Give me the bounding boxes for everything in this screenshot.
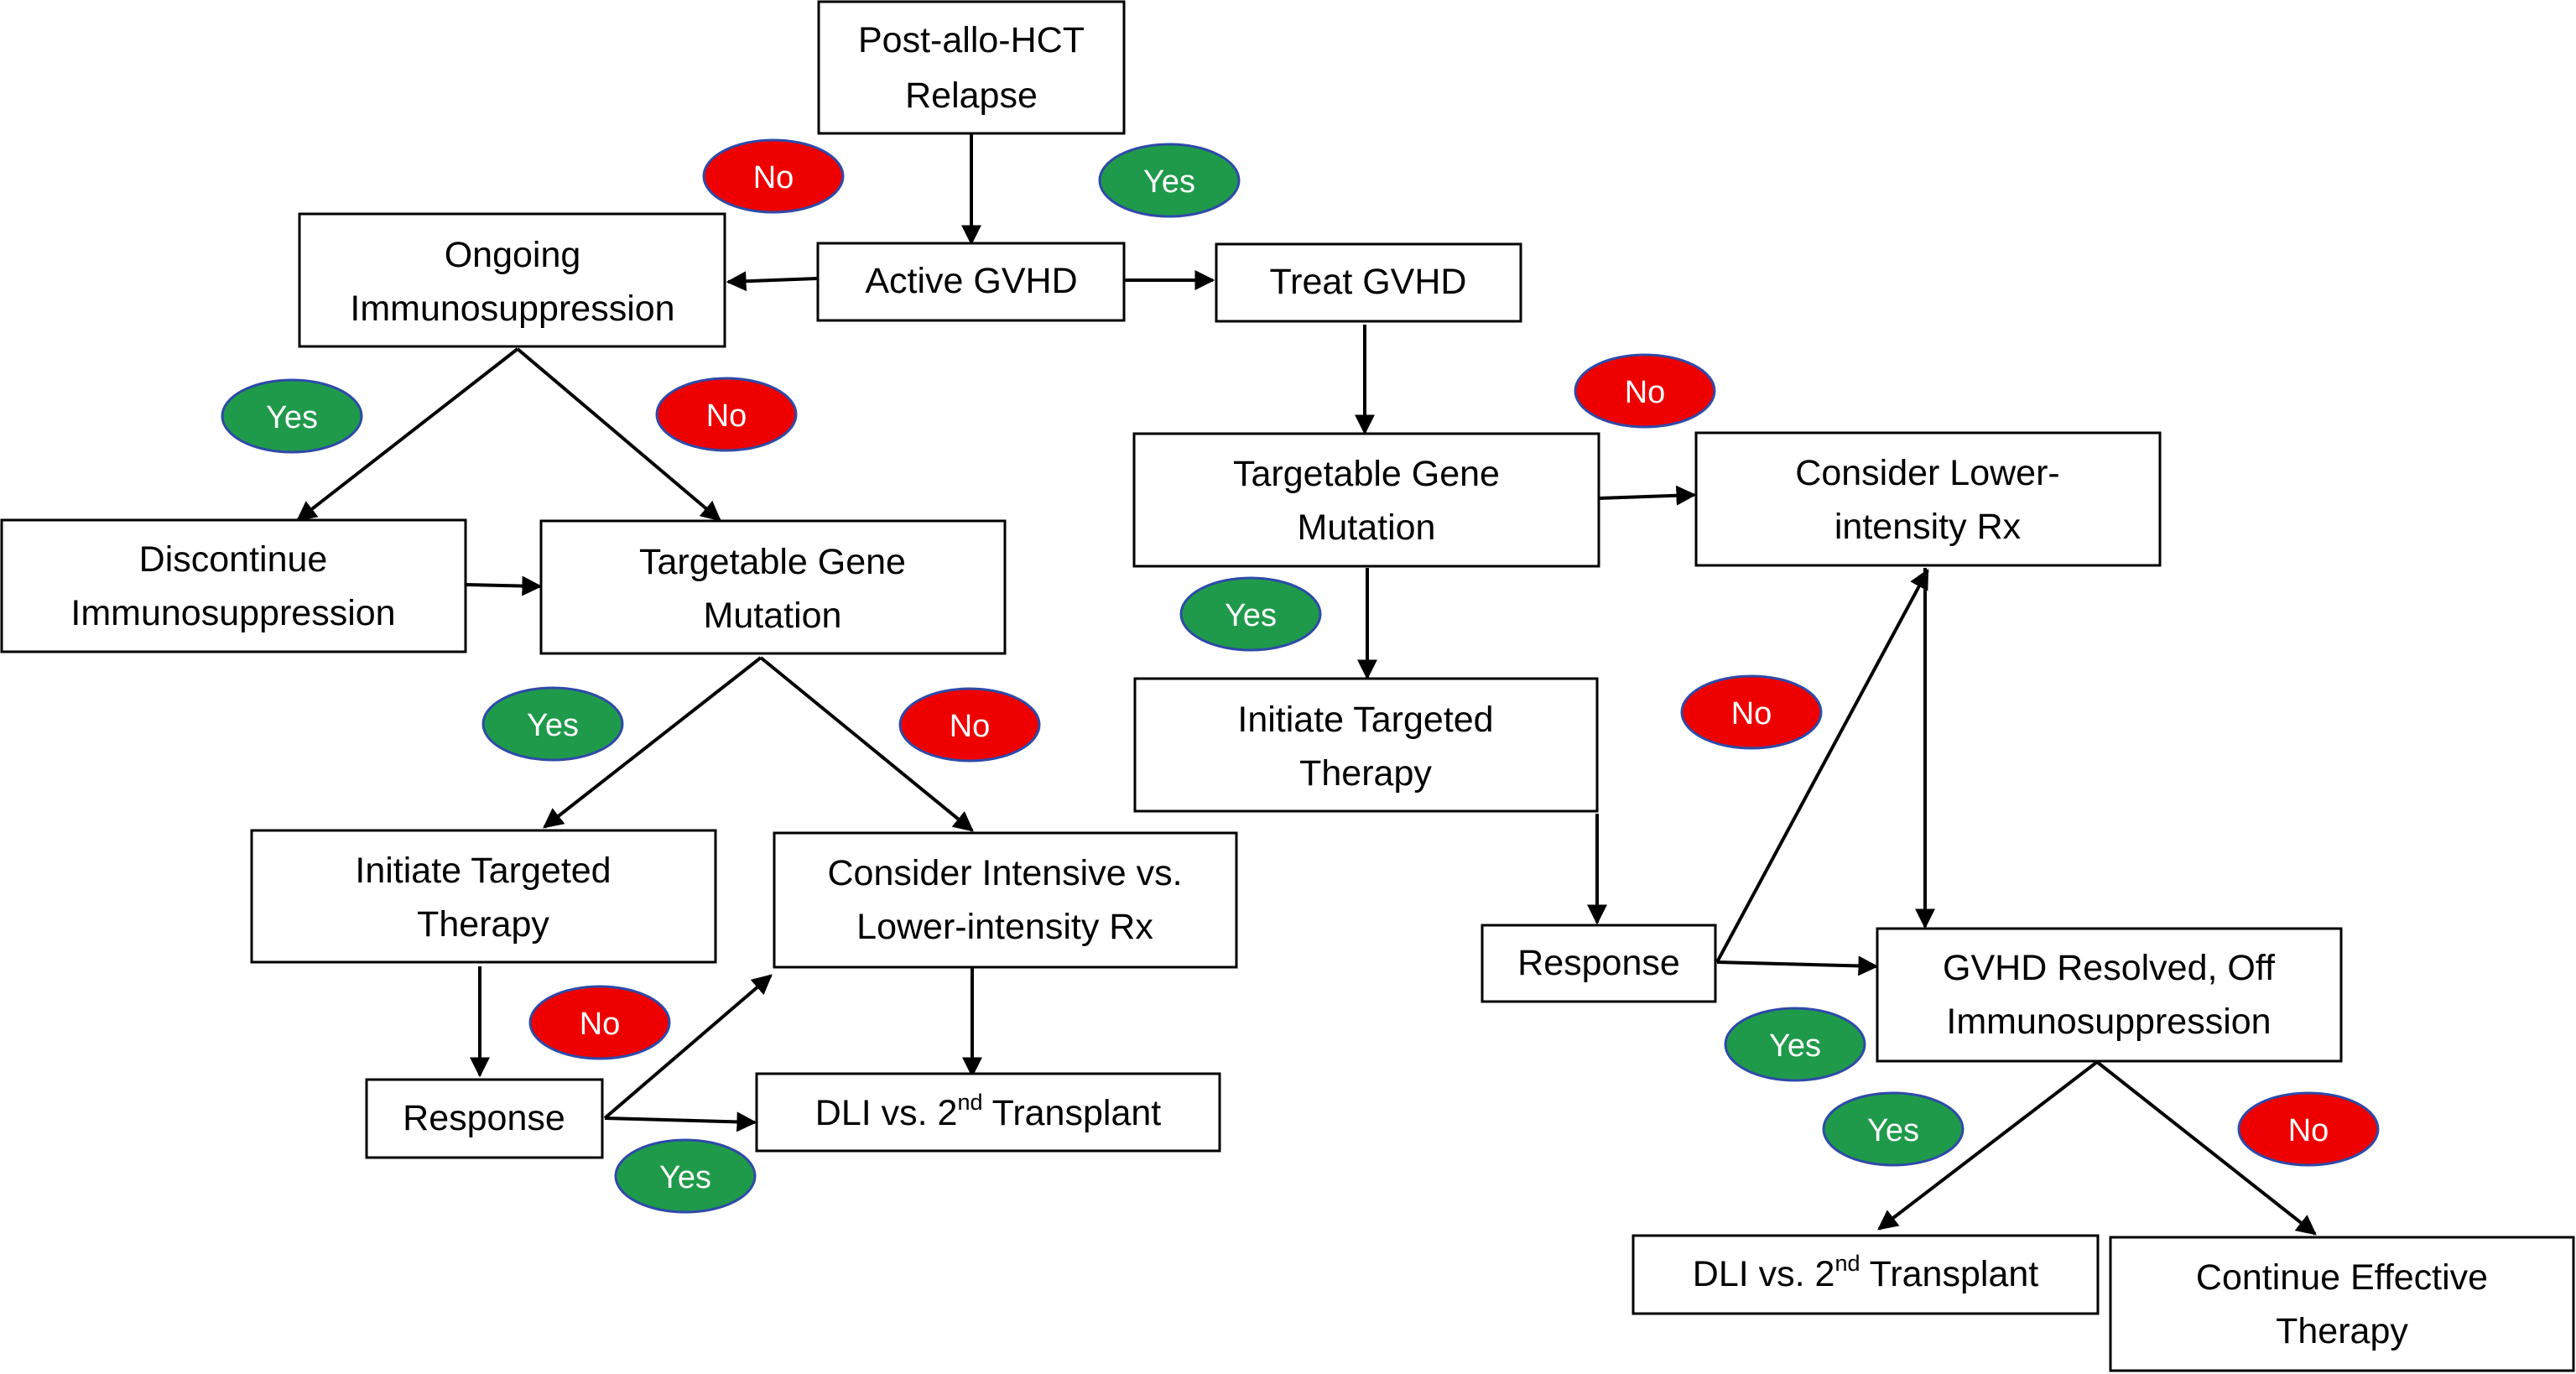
node-label-line1: Continue Effective [2196,1257,2488,1298]
node-initiate-targeted-therapy-left: Initiate Targeted Therapy [250,829,717,964]
arrow-mutation-left-to-initiate [543,656,762,829]
node-label-line1: Post-allo-HCT [858,20,1085,60]
arrow-response-right-to-consider-lower [1715,568,1929,963]
node-label-line1: Targetable Gene [1233,454,1500,494]
arrow-gvhd-resolved-to-dli [1877,1060,2099,1231]
decision-label-yes: Yes [1724,1007,1866,1082]
decision-label-no: No [655,377,798,452]
node-ongoing-immunosuppression: Ongoing Immunosuppression [298,212,726,348]
svg-text:Yes: Yes [1769,1028,1821,1064]
svg-text:No: No [706,398,747,434]
node-label: Response [403,1098,565,1138]
svg-text:No: No [580,1007,621,1042]
arrow-response-right-to-gvhd-resolved [1716,955,1879,976]
node-label: DLI vs. 2nd Transplant [1693,1251,2039,1294]
svg-text:Yes: Yes [1225,598,1277,633]
node-dli-left: DLI vs. 2nd Transplant [755,1072,1221,1153]
node-label-line1: Targetable Gene [639,542,906,582]
svg-text:No: No [1625,375,1666,410]
svg-text:Yes: Yes [1867,1113,1919,1148]
arrow-response-left-to-dli [604,1111,757,1132]
node-label-line2: intensity Rx [1834,507,2022,547]
node-label-line2: Relapse [905,75,1038,116]
node-response-right: Response [1481,924,1717,1003]
decision-label-yes: Yes [481,686,624,762]
node-post-allo-hct-relapse: Post-allo-HCT Relapse [817,0,1126,135]
svg-text:Yes: Yes [527,708,579,743]
node-label: Treat GVHD [1270,262,1467,302]
node-label-line2: Therapy [2276,1311,2408,1351]
decision-label-no: No [2237,1091,2380,1167]
svg-text:Yes: Yes [1143,164,1195,200]
node-label: Active GVHD [865,261,1077,301]
node-label: Response [1517,943,1680,983]
svg-text:No: No [753,160,794,195]
decision-label-no: No [1680,674,1823,750]
decision-label-yes: Yes [1098,143,1241,218]
node-label-line2: Mutation [1298,507,1436,548]
svg-text:No: No [950,709,991,744]
decision-label-yes: Yes [221,378,363,454]
arrow-discontinue-to-mutation-left [466,575,543,596]
node-label-line1: Initiate Targeted [355,851,611,891]
svg-text:Yes: Yes [266,400,318,435]
svg-text:No: No [2288,1113,2329,1148]
decision-label-no: No [528,985,671,1060]
decision-label-no: No [898,687,1041,762]
node-label-line1: Initiate Targeted [1237,700,1493,740]
node-consider-lower-intensity: Consider Lower- intensity Rx [1694,431,2162,567]
node-label-line2: Immunosuppression [1946,1002,2271,1042]
node-label-line1: Consider Lower- [1795,453,2059,493]
decision-label-yes: Yes [1822,1091,1965,1167]
arrow-ongoing-to-discontinue [296,347,519,522]
node-targetable-gene-mutation-left: Targetable Gene Mutation [539,519,1007,655]
decision-label-yes: Yes [1179,576,1322,652]
node-label-line2: Therapy [417,904,549,945]
decision-label-no: No [1574,353,1716,429]
arrow-gvhd-resolved-to-continue [2095,1060,2317,1236]
node-label-line1: Ongoing [445,235,581,275]
node-consider-intensive: Consider Intensive vs. Lower-intensity R… [773,831,1238,969]
decision-label-yes: Yes [614,1138,757,1214]
node-continue-effective-therapy: Continue Effective Therapy [2109,1236,2575,1372]
node-label-line1: GVHD Resolved, Off [1943,948,2276,988]
node-response-left: Response [365,1078,604,1159]
node-label-line2: Immunosuppression [350,289,674,329]
node-targetable-gene-mutation-right: Targetable Gene Mutation [1132,432,1600,568]
node-gvhd-resolved: GVHD Resolved, Off Immunosuppression [1876,927,2343,1063]
arrow-mutation-right-to-consider-lower [1598,485,1697,506]
arrow-mutation-left-to-consider-intensive [759,656,974,832]
node-label-line1: Discontinue [139,539,328,580]
node-label-line2: Immunosuppression [70,593,395,633]
arrow-active-to-ongoing [726,271,818,292]
node-dli-right: DLI vs. 2nd Transplant [1631,1234,2100,1315]
node-discontinue-immunosuppression: Discontinue Immunosuppression [0,518,467,653]
node-active-gvhd: Active GVHD [816,242,1126,322]
svg-text:No: No [1731,696,1772,731]
node-label-line1: Consider Intensive vs. [827,853,1182,893]
node-label-line2: Therapy [1299,753,1432,794]
node-label: DLI vs. 2nd Transplant [815,1090,1162,1133]
node-label-line2: Lower-intensity Rx [856,907,1153,947]
node-treat-gvhd: Treat GVHD [1215,242,1522,323]
node-label-line2: Mutation [704,596,842,636]
arrow-ongoing-to-mutation-left [516,347,721,522]
decision-label-no: No [702,138,845,214]
svg-text:Yes: Yes [659,1160,711,1195]
node-initiate-targeted-therapy-right: Initiate Targeted Therapy [1133,677,1599,813]
arrow-response-left-to-consider [603,974,773,1120]
